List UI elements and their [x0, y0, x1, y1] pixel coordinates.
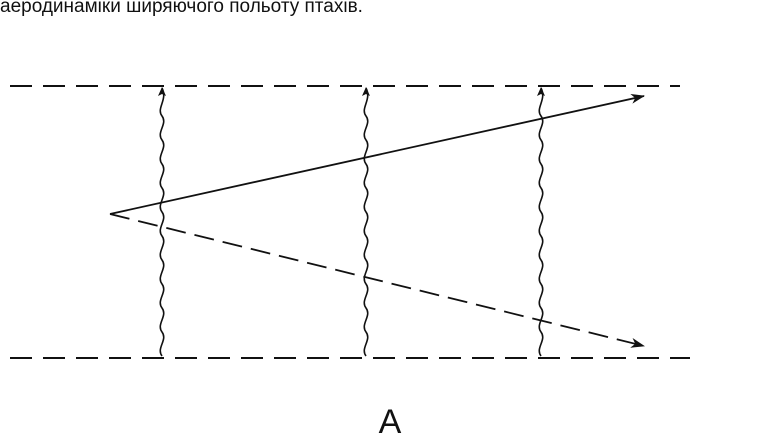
thermal-current-2: [362, 87, 370, 357]
rising-air-currents: [158, 87, 545, 357]
ascending-trajectory-arrow: [109, 93, 645, 215]
thermal-current-1: [158, 87, 166, 357]
caption-text: аеродинаміки ширяючого польоту птахів.: [0, 0, 363, 17]
descending-trajectory-arrow: [109, 213, 645, 348]
thermal-current-3: [537, 87, 545, 357]
panel-label: A: [378, 403, 402, 441]
